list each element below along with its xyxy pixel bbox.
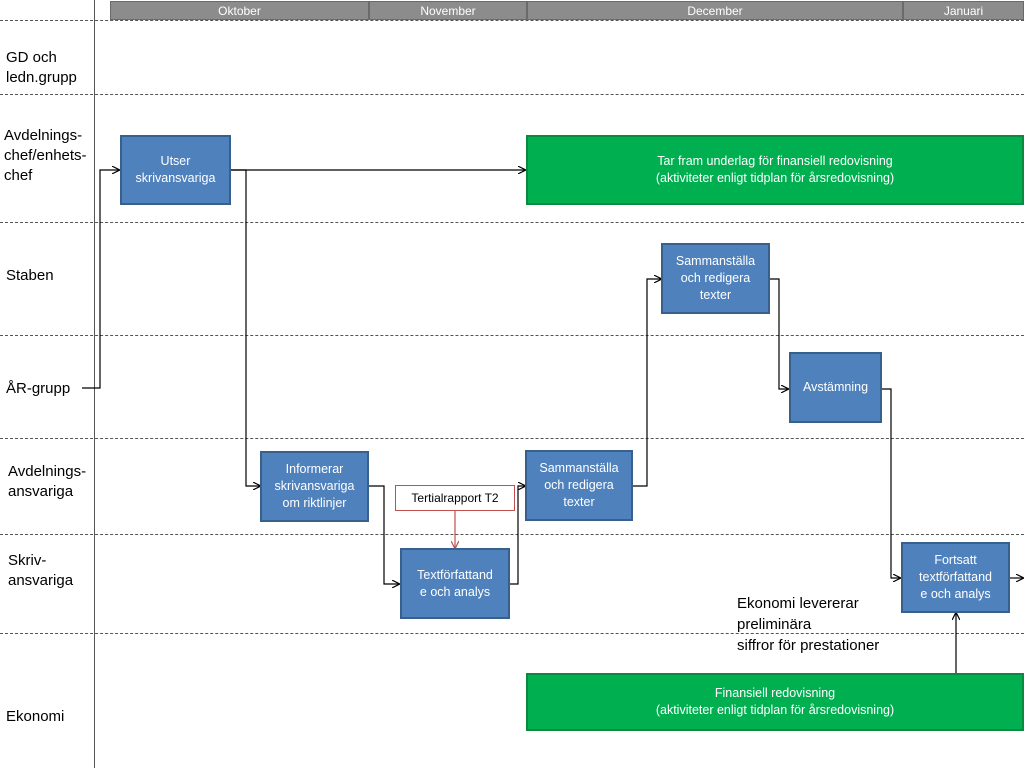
lane-label-staben: Staben bbox=[6, 267, 54, 284]
lane-separator bbox=[0, 438, 1024, 439]
activity-utser-skrivansvariga: Utser skrivansvariga bbox=[120, 135, 231, 205]
activity-label: Sammanställa och redigera texter bbox=[539, 461, 619, 509]
activity-label: Utser skrivansvariga bbox=[135, 154, 216, 185]
lane-separator bbox=[0, 94, 1024, 95]
month-december: December bbox=[527, 1, 903, 20]
arrow-utser-to-informerar bbox=[231, 169, 260, 486]
activity-label: Tar fram underlag för finansiell redovis… bbox=[655, 154, 895, 185]
activity-sammanstalla-staben: Sammanställa och redigera texter bbox=[661, 243, 770, 314]
lane-label-avdelningsansvariga: Avdelnings- ansvariga bbox=[8, 463, 87, 500]
activity-label: Informerar skrivansvariga om riktlinjer bbox=[274, 462, 355, 510]
activity-label: Textförfattand e och analys bbox=[417, 567, 493, 599]
lane-label-ar-grupp: ÅR-grupp bbox=[6, 380, 71, 397]
header-separator bbox=[0, 20, 1024, 21]
activity-label: Sammanställa och redigera texter bbox=[675, 254, 756, 302]
milestone-label: Tertialrapport T2 bbox=[411, 491, 499, 505]
note-ekonomi-levererar: Ekonomi levererar preliminära siffror fö… bbox=[737, 595, 880, 654]
lane-separator bbox=[0, 222, 1024, 223]
lane-label-divider bbox=[94, 0, 95, 768]
activity-tar-fram-underlag: Tar fram underlag för finansiell redovis… bbox=[526, 135, 1024, 205]
lane-label-skrivansvariga: Skriv- ansvariga bbox=[8, 552, 74, 589]
activity-informerar-skrivansvariga: Informerar skrivansvariga om riktlinjer bbox=[260, 451, 369, 522]
lane-label-gd: GD och ledn.grupp bbox=[6, 49, 77, 86]
month-november: November bbox=[369, 1, 527, 20]
arrow-informerar-to-textforfattande bbox=[369, 485, 399, 584]
arrow-staben-to-avstamning bbox=[770, 278, 788, 389]
lane-separator bbox=[0, 534, 1024, 535]
lane-separator bbox=[0, 335, 1024, 336]
month-oktober: Oktober bbox=[110, 1, 369, 20]
arrow-sammanstalla-to-staben bbox=[633, 279, 661, 487]
lane-label-ekonomi: Ekonomi bbox=[6, 708, 65, 725]
milestone-tertialrapport-t2: Tertialrapport T2 bbox=[395, 485, 515, 511]
activity-label: Finansiell redovisning (aktiviteter enli… bbox=[655, 686, 895, 717]
activity-finansiell-redovisning: Finansiell redovisning (aktiviteter enli… bbox=[526, 673, 1024, 731]
activity-label: Avstämning bbox=[802, 380, 869, 394]
arrow-ar-to-utser bbox=[82, 170, 119, 389]
lane-label-avdelningschef: Avdelnings- chef/enhets- chef bbox=[4, 127, 87, 184]
activity-sammanstalla-avdelning: Sammanställa och redigera texter bbox=[525, 450, 633, 521]
activity-textforfattande: Textförfattand e och analys bbox=[400, 548, 510, 619]
arrow-textforfattande-to-sammanstalla bbox=[510, 486, 525, 585]
arrow-avstamning-to-fortsatt bbox=[882, 388, 900, 578]
lane-separator bbox=[0, 633, 1024, 634]
activity-fortsatt-textforfattande: Fortsatt textförfattand e och analys bbox=[901, 542, 1010, 613]
activity-avstamning: Avstämning bbox=[789, 352, 882, 423]
activity-label: Fortsatt textförfattand e och analys bbox=[919, 553, 992, 601]
